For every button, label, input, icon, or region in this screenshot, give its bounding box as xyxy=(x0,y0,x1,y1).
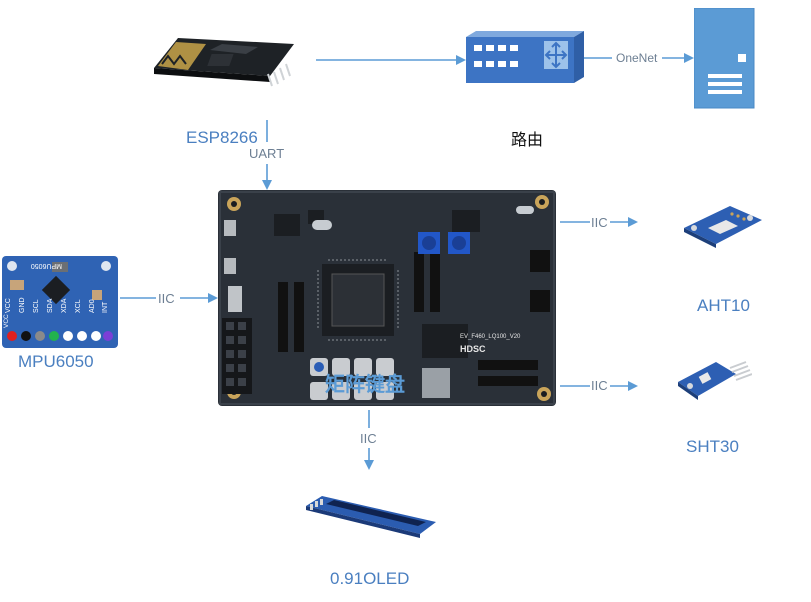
board-overlay-text: 矩阵键盘 xyxy=(325,372,405,396)
aht10-label: AHT10 xyxy=(697,296,750,315)
label-iic-sht: IIC xyxy=(591,378,608,393)
svg-text:MPU6050: MPU6050 xyxy=(31,262,62,269)
server-icon xyxy=(694,8,755,109)
mpu6050-label: MPU6050 xyxy=(18,352,94,371)
mpu-pin-label: VCC xyxy=(5,298,12,313)
board-silk-text: EV_F460_LQ100_V20 xyxy=(460,334,521,340)
mpu-pin-labels: VCC GND SCL SDA XDA XCL AD0 INT xyxy=(2,297,118,331)
label-onenet: OneNet xyxy=(616,51,658,65)
svg-text:VCC: VCC xyxy=(3,314,10,328)
board-logo: HDSC xyxy=(460,344,486,354)
sensor-icon xyxy=(678,361,752,400)
label-iic-aht: IIC xyxy=(591,215,608,230)
mpu-pin-label: XDA xyxy=(61,298,68,313)
mpu-pin-label: SDA xyxy=(47,298,54,313)
label-iic-mpu: IIC xyxy=(158,291,175,306)
oled-label: 0.91OLED xyxy=(330,569,410,588)
wifi-module-icon xyxy=(154,38,294,87)
mpu-pin-label: SCL xyxy=(33,299,40,313)
mpu-pin-label: INT xyxy=(102,301,109,313)
mpu-pin-label: AD0 xyxy=(89,299,96,313)
sensor-icon: MPU6050 VCC xyxy=(2,256,118,348)
router-label: 路由 xyxy=(511,132,544,149)
esp8266-label: ESP8266 xyxy=(186,128,258,147)
sensor-icon xyxy=(684,206,762,248)
mpu-pin-label: XCL xyxy=(75,299,82,313)
sht30-label: SHT30 xyxy=(686,437,739,456)
label-uart: UART xyxy=(249,146,285,161)
label-iic-oled: IIC xyxy=(360,431,377,446)
board-icon xyxy=(218,190,556,406)
oled-icon xyxy=(306,496,436,538)
mpu-pin-label: GND xyxy=(19,297,26,313)
router-icon xyxy=(466,31,584,83)
